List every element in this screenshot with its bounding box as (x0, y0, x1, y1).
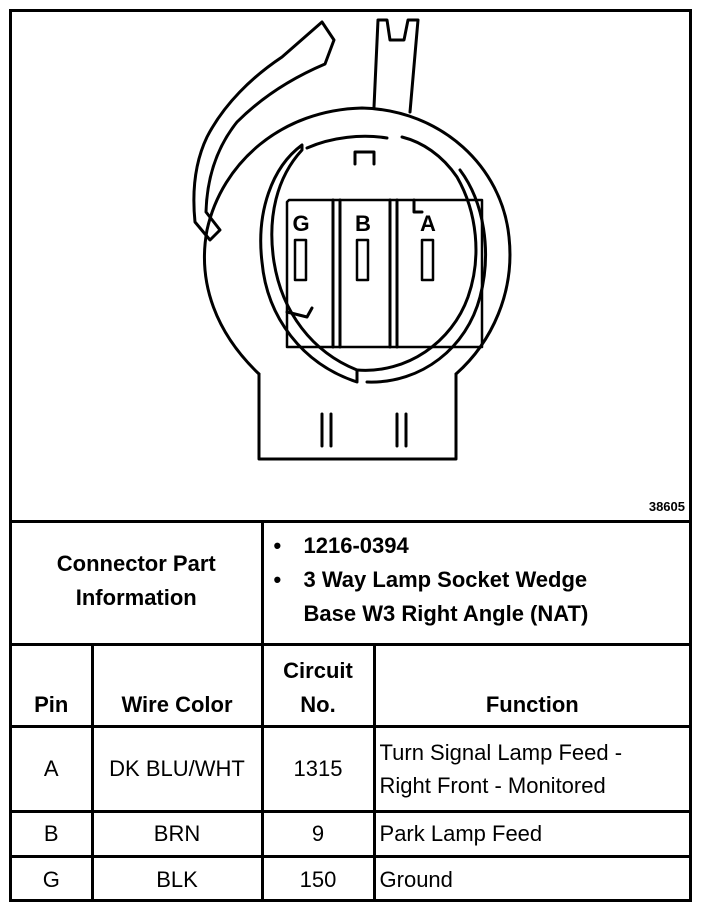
connector-document: G B A 38605 Connector Part Information •… (9, 9, 692, 902)
wire-color-cell: BLK (90, 854, 264, 902)
socket-stem (372, 18, 420, 114)
pin-label-g: G (292, 211, 309, 236)
pin-label-b: B (355, 211, 371, 236)
header-circuit: Circuit No. (260, 642, 376, 728)
outer-ring (202, 106, 512, 376)
bullet-icon: • (273, 533, 282, 559)
wire-color-cell: DK BLU/WHT (90, 724, 264, 813)
connector-info-row: Connector Part Information •1216-0394 •3… (12, 520, 690, 646)
figure-number: 38605 (648, 499, 685, 514)
table-row: B BRN 9 Park Lamp Feed (12, 809, 690, 858)
wire-color-cell: BRN (90, 809, 264, 858)
connector-info-label: Connector Part Information (12, 520, 264, 646)
header-wire-color: Wire Color (90, 642, 264, 728)
header-function: Function (372, 642, 690, 728)
circuit-cell: 150 (260, 854, 376, 902)
part-description: •3 Way Lamp Socket Wedge (274, 563, 690, 597)
key-notch (353, 150, 376, 166)
connector-drawing: G B A (192, 18, 512, 461)
pin-cell: A (12, 724, 94, 813)
table-row: A DK BLU/WHT 1315 Turn Signal Lamp Feed … (12, 724, 690, 813)
header-pin: Pin (12, 642, 94, 728)
terminal-slot-g (293, 238, 308, 282)
inner-ring (259, 143, 359, 384)
function-cell: Park Lamp Feed (372, 809, 690, 858)
table-row: G BLK 150 Ground (12, 854, 690, 902)
function-cell: Turn Signal Lamp Feed - Right Front - Mo… (372, 724, 690, 813)
pin-cell: G (12, 854, 94, 902)
pin-label-a: A (420, 211, 436, 236)
circuit-cell: 1315 (260, 724, 376, 813)
connector-info-values: •1216-0394 •3 Way Lamp Socket Wedge Base… (260, 520, 690, 646)
terminal-slot-b (355, 238, 370, 282)
connector-diagram: G B A 38605 (12, 12, 689, 523)
part-number: •1216-0394 (274, 529, 690, 563)
socket-body (257, 372, 458, 461)
pin-cell: B (12, 809, 94, 858)
contact-cavity (285, 198, 484, 349)
terminal-slot-a (420, 238, 435, 282)
locking-tab (192, 20, 336, 242)
connector-table: Connector Part Information •1216-0394 •3… (12, 520, 690, 902)
function-cell: Ground (372, 854, 690, 902)
bullet-icon: • (273, 567, 282, 593)
circuit-cell: 9 (260, 809, 376, 858)
header-row: Pin Wire Color Circuit No. Function (12, 642, 690, 728)
